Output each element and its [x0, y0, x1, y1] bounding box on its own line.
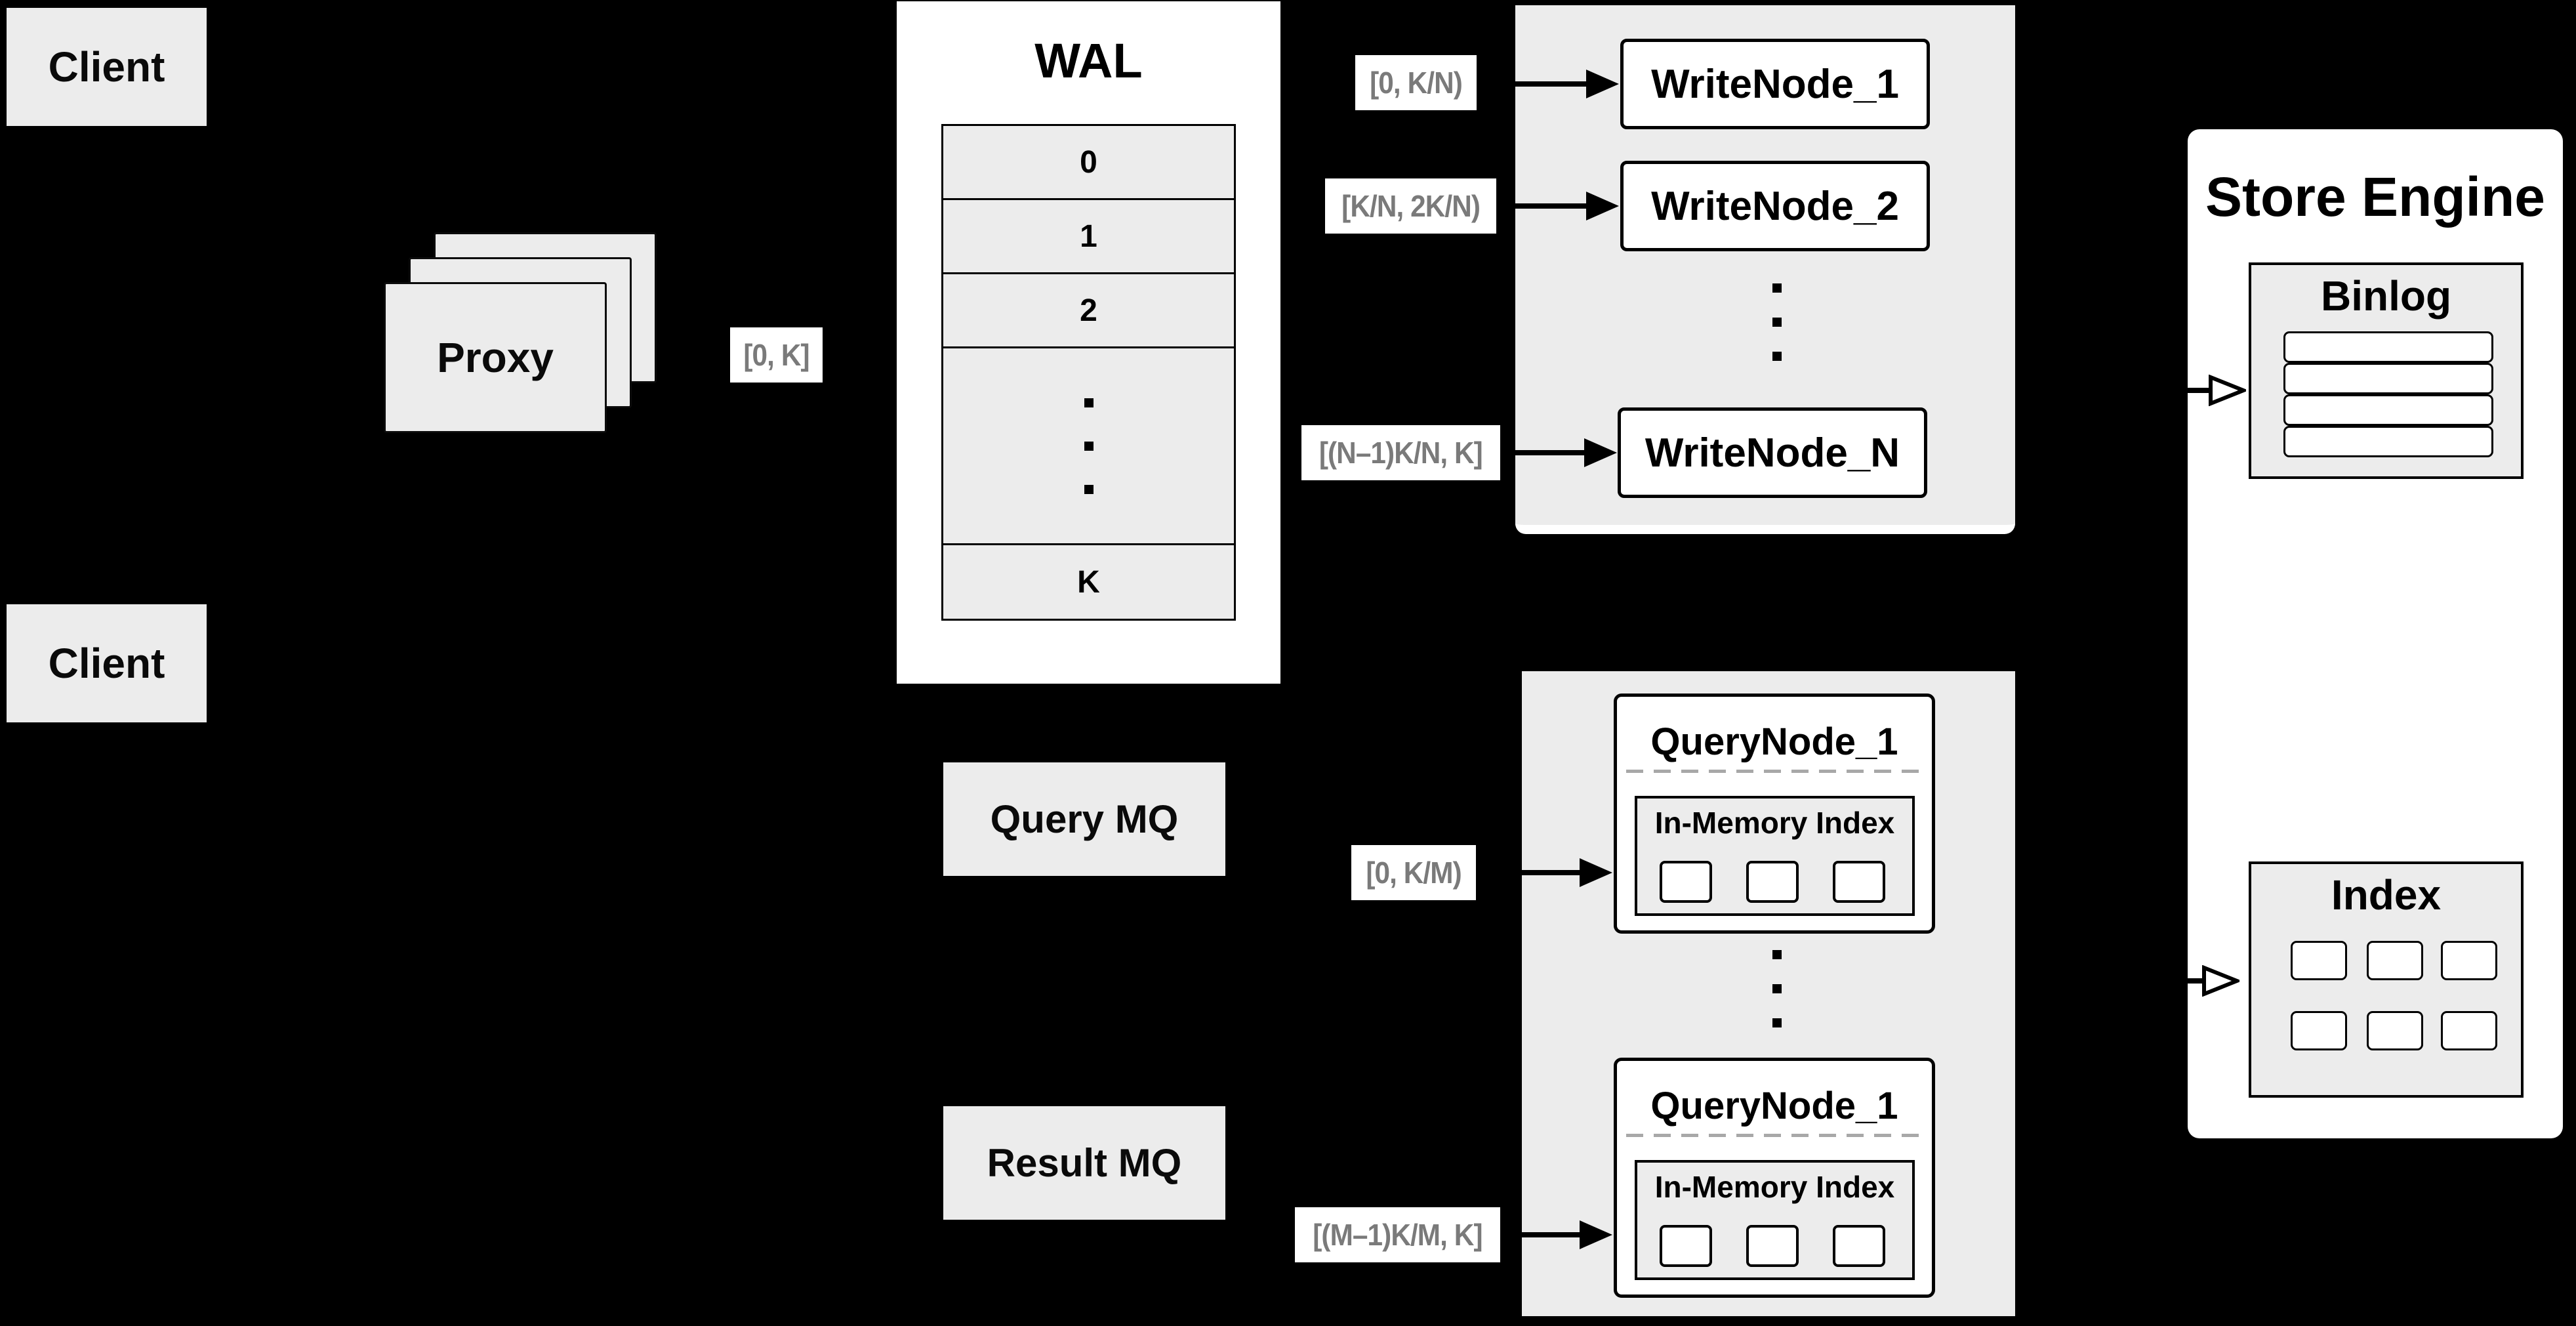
query-node-title: QueryNode_1	[1650, 1085, 1898, 1127]
ellipsis-dot	[1084, 484, 1094, 494]
index-cell	[2367, 1011, 2423, 1050]
arrow-to-query-node-upper	[1477, 870, 1581, 875]
in-memory-index-title: In-Memory Index	[1654, 1170, 1895, 1204]
write-node-n: WriteNode_N	[1618, 407, 1927, 498]
client-top-node: Client	[7, 8, 207, 126]
index-segment	[1833, 861, 1885, 903]
query-node-lower: QueryNode_1 In-Memory Index	[1614, 1058, 1935, 1298]
ellipsis-dot	[1772, 950, 1782, 959]
wal-segment-table: 0 1 2 K	[941, 124, 1236, 621]
wal-segment-row: 1	[943, 200, 1234, 274]
arrow-to-write-node-1	[1477, 81, 1588, 87]
index-segment	[1746, 861, 1799, 903]
client-top-label: Client	[48, 43, 165, 91]
index-segment	[1833, 1225, 1885, 1267]
query-node-upper: QueryNode_1 In-Memory Index	[1614, 694, 1935, 934]
arrow-to-index	[2066, 978, 2205, 984]
hollow-arrowhead-icon	[2209, 375, 2246, 406]
index-box: Index	[2249, 861, 2524, 1098]
wal-container: WAL 0 1 2 K	[897, 1, 1280, 684]
ellipsis-dot	[1772, 984, 1782, 993]
index-cell	[2441, 941, 2497, 980]
arrow-to-write-node-2	[1496, 203, 1588, 209]
edge-label-query-1: [0, K/M)	[1351, 845, 1476, 900]
hollow-arrowhead-icon	[2202, 965, 2239, 997]
client-bottom-label: Client	[48, 640, 165, 687]
index-cell	[2291, 941, 2347, 980]
binlog-row	[2283, 394, 2493, 426]
ellipsis-dot	[1084, 441, 1094, 451]
query-nodes-ellipsis	[1772, 950, 1782, 1027]
write-nodes-ellipsis	[1772, 283, 1782, 361]
index-segment	[1746, 1225, 1799, 1267]
query-mq-node: Query MQ	[943, 762, 1225, 876]
binlog-row	[2283, 363, 2493, 394]
arrowhead-icon	[1580, 858, 1612, 887]
store-engine-title: Store Engine	[2205, 166, 2546, 228]
dashed-divider	[1626, 1134, 1923, 1137]
write-node-1: WriteNode_1	[1620, 39, 1930, 129]
result-mq-label: Result MQ	[987, 1141, 1182, 1185]
query-mq-label: Query MQ	[990, 797, 1179, 841]
ellipsis-dot	[1772, 318, 1782, 327]
wal-segment-row: 0	[943, 126, 1234, 200]
binlog-row	[2283, 426, 2493, 457]
binlog-title: Binlog	[2320, 272, 2452, 320]
arrowhead-icon	[1584, 438, 1617, 467]
dashed-divider	[1626, 770, 1923, 773]
ellipsis-dot	[1772, 1018, 1782, 1027]
wal-title: WAL	[1034, 33, 1143, 88]
arrowhead-icon	[1586, 70, 1619, 98]
wal-segment-row: K	[943, 545, 1234, 619]
index-cell	[2441, 1011, 2497, 1050]
ellipsis-dot	[1084, 398, 1094, 407]
in-memory-index-title: In-Memory Index	[1654, 806, 1895, 840]
result-mq-node: Result MQ	[943, 1106, 1225, 1220]
in-memory-index-lower: In-Memory Index	[1635, 1160, 1915, 1280]
arrow-to-write-node-n	[1501, 450, 1586, 455]
edge-label-proxy-wal: [0, K]	[730, 327, 823, 383]
in-memory-index-upper: In-Memory Index	[1635, 796, 1915, 916]
arrowhead-icon	[1580, 1220, 1612, 1249]
edge-label-write-2: [K/N, 2K/N)	[1324, 178, 1496, 234]
edge-label-write-1: [0, K/N)	[1355, 55, 1477, 110]
proxy-node: Proxy	[384, 282, 607, 433]
arrow-to-binlog	[2066, 388, 2212, 393]
index-cell	[2367, 941, 2423, 980]
query-node-title: QueryNode_1	[1650, 720, 1898, 763]
arrow-to-query-node-lower	[1501, 1232, 1581, 1237]
edge-label-query-m: [(M–1)K/M, K]	[1295, 1207, 1500, 1262]
write-node-2: WriteNode_2	[1620, 161, 1930, 251]
ellipsis-dot	[1772, 352, 1782, 361]
wal-segment-row: 2	[943, 274, 1234, 348]
store-engine-container: Store Engine Binlog Index	[2188, 129, 2563, 1138]
index-segment	[1660, 1225, 1712, 1267]
edge-label-write-n: [(N–1)K/N, K]	[1301, 425, 1500, 480]
binlog-row	[2283, 331, 2493, 363]
wal-ellipsis-row	[943, 348, 1234, 545]
binlog-box: Binlog	[2249, 262, 2524, 479]
arrowhead-icon	[1586, 192, 1619, 220]
index-segment	[1660, 861, 1712, 903]
ellipsis-dot	[1772, 283, 1782, 293]
index-cell	[2291, 1011, 2347, 1050]
proxy-label: Proxy	[437, 334, 554, 381]
index-title: Index	[2331, 871, 2442, 919]
client-bottom-node: Client	[7, 604, 207, 722]
